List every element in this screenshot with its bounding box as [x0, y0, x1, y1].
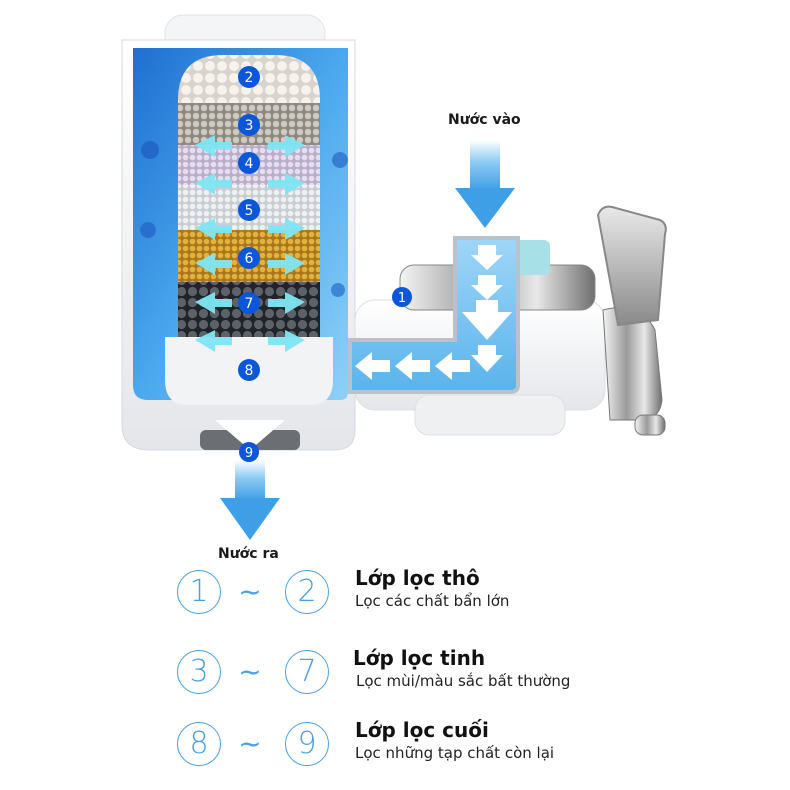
bacteria-icon [331, 283, 345, 297]
legend-separator: ~ [238, 575, 262, 608]
svg-text:9: 9 [245, 446, 253, 461]
svg-text:8: 8 [245, 363, 254, 379]
legend-separator: ~ [238, 655, 262, 688]
marker-9: 9 [239, 442, 259, 462]
pipe-flow-arrows [215, 245, 512, 450]
legend-from-marker: 1 [177, 570, 221, 614]
legend-to-marker: 2 [285, 570, 329, 614]
legend-to-marker: 7 [285, 650, 329, 694]
outlet-label: Nước ra [218, 546, 279, 562]
inlet-label: Nước vào [448, 112, 521, 128]
legend-from-marker: 3 [177, 650, 221, 694]
legend-row-final: 8 ~ 9 Lớp lọc cuối Lọc những tạp chất cò… [175, 718, 635, 778]
legend-description: Lọc những tạp chất còn lại [355, 744, 555, 762]
marker-1: 1 [392, 287, 412, 307]
bacteria-icon [141, 141, 159, 159]
legend-title: Lớp lọc cuối [355, 718, 489, 742]
marker-3: 3 [238, 114, 260, 136]
marker-5: 5 [238, 199, 260, 221]
legend-separator: ~ [238, 727, 262, 760]
svg-text:7: 7 [245, 296, 254, 312]
legend-description: Lọc các chất bẩn lớn [355, 592, 510, 610]
marker-7: 7 [238, 292, 260, 314]
filter-cartridge [165, 55, 333, 405]
legend-title: Lớp lọc thô [355, 566, 480, 590]
legend-description: Lọc mùi/màu sắc bất thường [356, 672, 571, 690]
outlet-arrow [220, 460, 280, 540]
svg-text:4: 4 [245, 156, 254, 172]
legend-from-marker: 8 [177, 722, 221, 766]
svg-text:1: 1 [398, 291, 406, 306]
marker-6: 6 [238, 247, 260, 269]
water-pipe [348, 236, 520, 394]
legend-row-fine: 3 ~ 7 Lớp lọc tinh Lọc mùi/màu sắc bất t… [175, 646, 635, 706]
svg-text:2: 2 [245, 70, 254, 86]
layer-markers: 1 2 3 4 5 6 7 8 9 [238, 66, 412, 462]
svg-text:6: 6 [245, 251, 254, 267]
svg-text:3: 3 [245, 118, 254, 134]
inward-flow-arrows [195, 135, 305, 352]
legend-title: Lớp lọc tinh [353, 646, 486, 670]
inlet-arrow [455, 140, 515, 228]
bacteria-icon [332, 152, 348, 168]
marker-2: 2 [238, 66, 260, 88]
bacteria-icon [140, 222, 156, 238]
legend-row-coarse: 1 ~ 2 Lớp lọc thô Lọc các chất bẩn lớn [175, 566, 635, 626]
svg-text:5: 5 [245, 203, 254, 219]
marker-4: 4 [238, 152, 260, 174]
marker-8: 8 [238, 359, 260, 381]
legend-to-marker: 9 [285, 722, 329, 766]
lever-handle [596, 205, 667, 327]
